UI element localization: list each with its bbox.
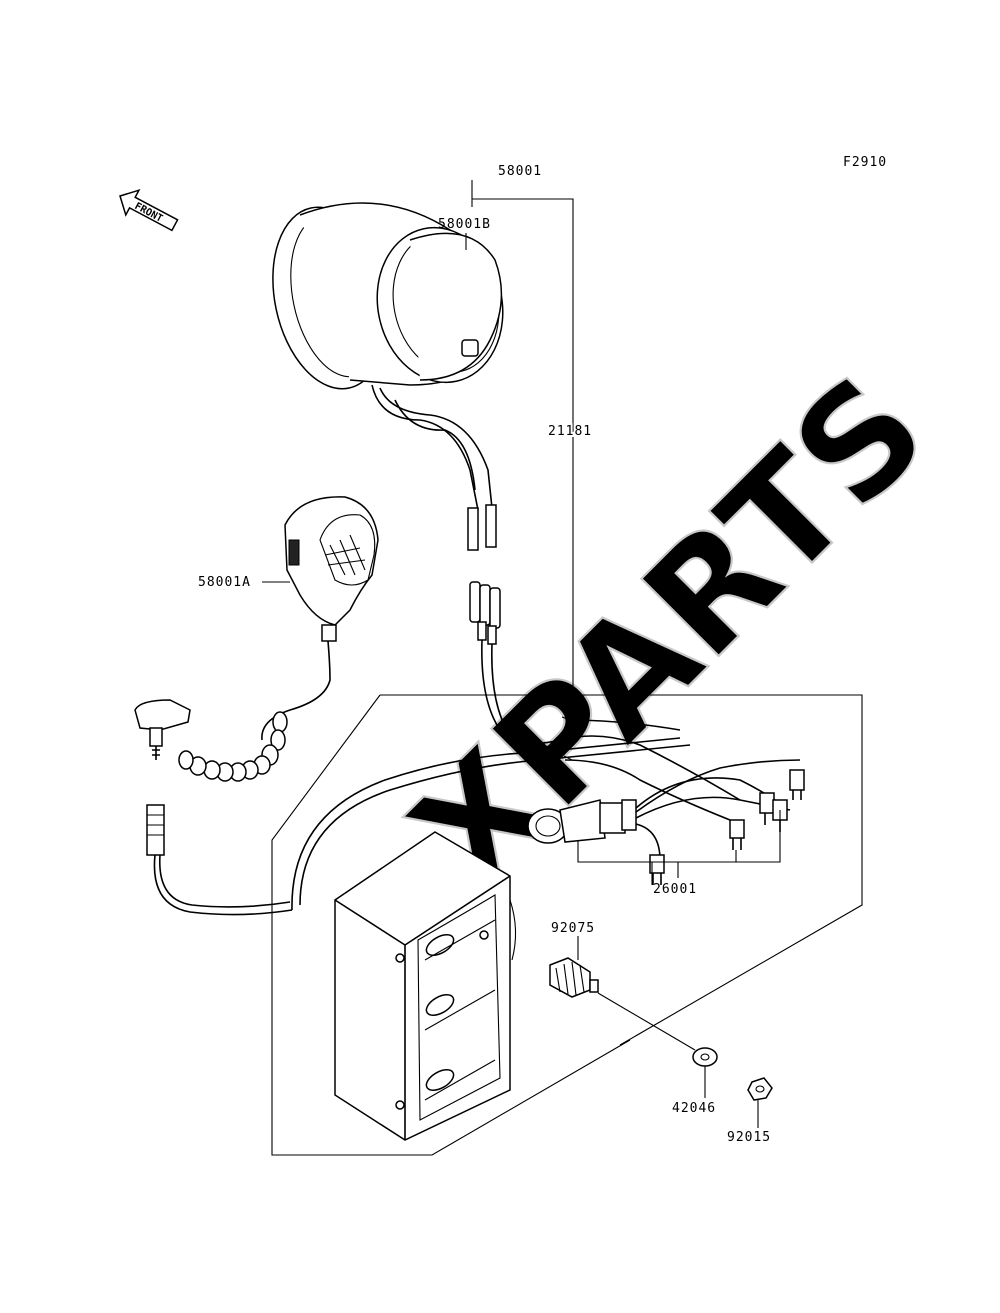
label-58001B: 58001B: [438, 217, 491, 232]
label-92075: 92075: [551, 921, 595, 936]
label-21181: 21181: [548, 424, 592, 439]
label-92015: 92015: [727, 1130, 771, 1145]
front-arrow-icon: FRONT: [119, 188, 179, 232]
assembly-outline: [271, 198, 863, 1156]
speaker-unit: [272, 202, 504, 551]
harness-21181: [291, 581, 691, 911]
label-42046: 42046: [672, 1101, 716, 1116]
part-labels: 58001 58001B 58001A 21181 26001 92075 42…: [198, 164, 771, 1145]
label-58001A: 58001A: [198, 575, 251, 590]
harness-26001: [527, 716, 805, 885]
watermark-text: XPARTS: [379, 342, 960, 923]
cord-connector: [146, 804, 293, 916]
part-92075: [549, 957, 696, 1051]
part-42046: [692, 1047, 718, 1067]
coiled-cord: [178, 711, 288, 782]
microphone-unit: [134, 496, 379, 782]
part-92015: [747, 1077, 773, 1101]
label-26001: 26001: [653, 882, 697, 897]
radio-box: [334, 831, 517, 1141]
label-58001: 58001: [498, 164, 542, 179]
figure-code: F2910: [843, 155, 887, 170]
